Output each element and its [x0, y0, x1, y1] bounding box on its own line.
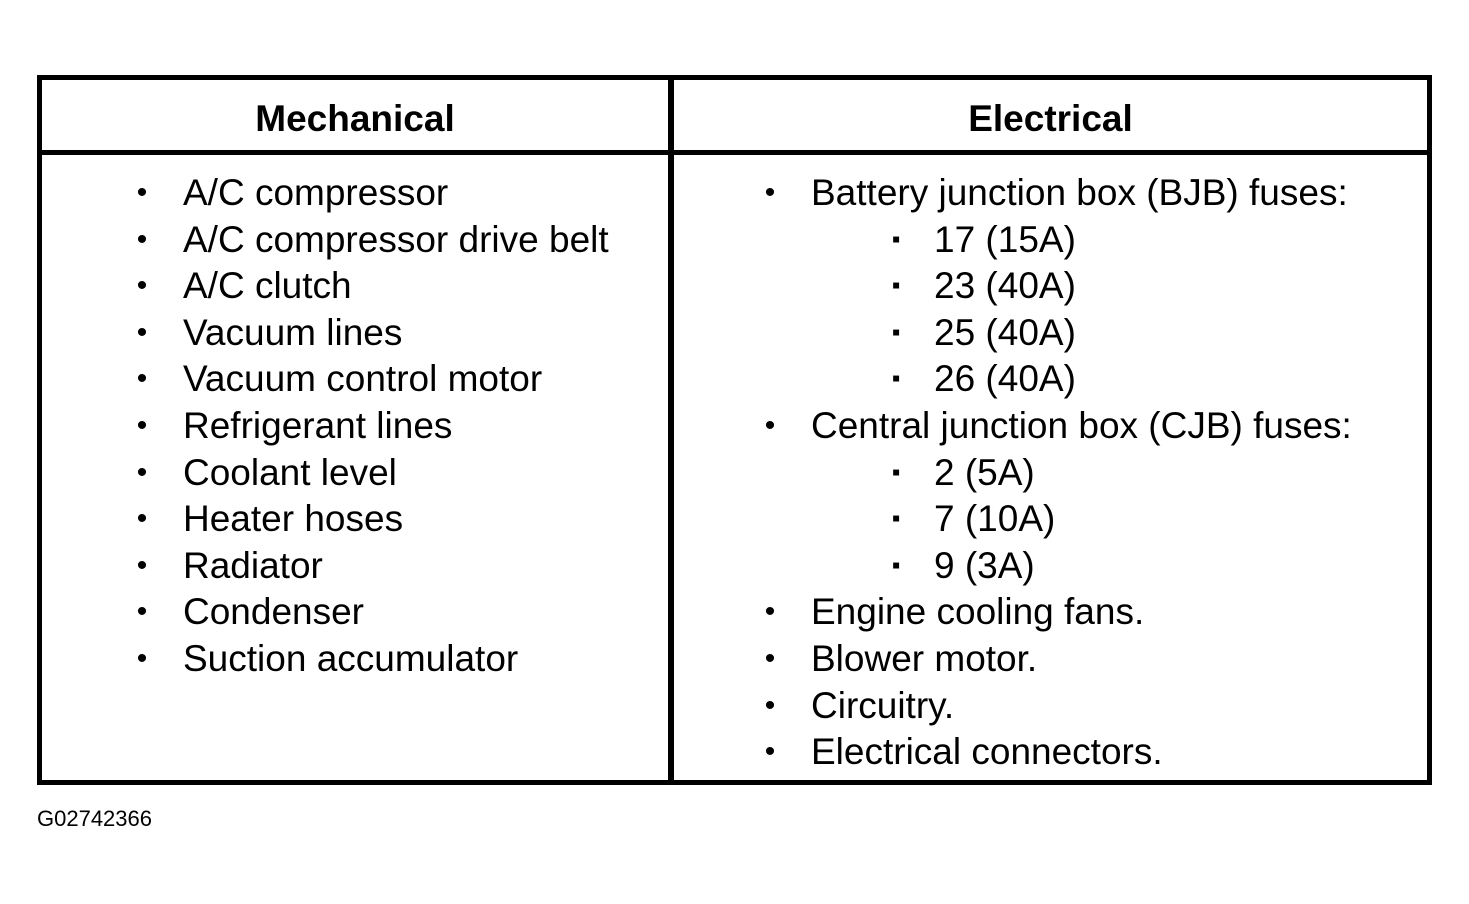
bullet-icon: •	[764, 176, 776, 209]
list-item-text: Vacuum lines	[183, 311, 403, 353]
square-bullet-icon: ▪	[891, 365, 901, 393]
bullet-icon: •	[764, 688, 776, 722]
square-bullet-icon: ▪	[891, 225, 901, 253]
bullet-icon: •	[136, 502, 148, 536]
figure-id: G02742366	[37, 806, 152, 831]
bullet-icon: •	[136, 362, 148, 396]
bullet-icon: •	[136, 176, 148, 209]
bullet-icon: •	[136, 269, 148, 303]
bullet-icon: •	[136, 408, 148, 442]
list-item-text: Blower motor.	[811, 637, 1038, 679]
square-bullet-icon: ▪	[891, 458, 901, 486]
square-bullet-icon: ▪	[891, 551, 901, 579]
list-item-text: 7 (10A)	[934, 498, 1056, 540]
list-item-text: Central junction box (CJB) fuses:	[811, 404, 1352, 446]
inspection-table: Mechanical Electrical • A/C compressor • A/…	[37, 75, 1432, 785]
list-item-text: 26 (40A)	[934, 358, 1076, 400]
list-item-text: Coolant level	[183, 451, 397, 493]
bullet-icon: •	[136, 315, 148, 349]
bullet-icon: •	[136, 641, 148, 675]
header-electrical: Electrical	[968, 98, 1133, 139]
list-item-text: 25 (40A)	[934, 311, 1076, 353]
list-item-text: A/C clutch	[183, 265, 352, 307]
list-item-text: 9 (3A)	[934, 544, 1035, 586]
list-item-text: Electrical connectors.	[811, 731, 1163, 773]
bullet-icon: •	[764, 595, 776, 629]
list-item-text: Engine cooling fans.	[811, 591, 1145, 633]
list-item-text: Condenser	[183, 591, 365, 633]
column-divider	[668, 80, 674, 780]
list-item-text: 2 (5A)	[934, 451, 1035, 493]
list-item-text: Heater hoses	[183, 498, 404, 540]
square-bullet-icon: ▪	[891, 272, 901, 300]
list-item-text: A/C compressor	[183, 172, 449, 213]
list-item-text: Suction accumulator	[183, 637, 519, 679]
list-item-text: Refrigerant lines	[183, 404, 453, 446]
list-item-text: Circuitry.	[811, 684, 955, 726]
square-bullet-icon: ▪	[891, 505, 901, 533]
header-mechanical: Mechanical	[255, 98, 455, 139]
bullet-icon: •	[136, 455, 148, 489]
bullet-icon: •	[136, 548, 148, 582]
bullet-icon: •	[764, 408, 776, 442]
list-item-text: Vacuum control motor	[183, 358, 543, 400]
bullet-icon: •	[136, 595, 148, 629]
list-item-text: 17 (15A)	[934, 218, 1076, 260]
bullet-icon: •	[764, 641, 776, 675]
bullet-icon: •	[764, 735, 776, 769]
list-item-text: 23 (40A)	[934, 265, 1076, 307]
square-bullet-icon: ▪	[891, 318, 901, 346]
table-header-row: Mechanical Electrical	[42, 80, 1427, 155]
list-item-text: Radiator	[183, 544, 323, 586]
list-item-text: Battery junction box (BJB) fuses:	[811, 172, 1348, 213]
bullet-icon: •	[136, 222, 148, 256]
list-item-text: A/C compressor drive belt	[183, 218, 609, 260]
